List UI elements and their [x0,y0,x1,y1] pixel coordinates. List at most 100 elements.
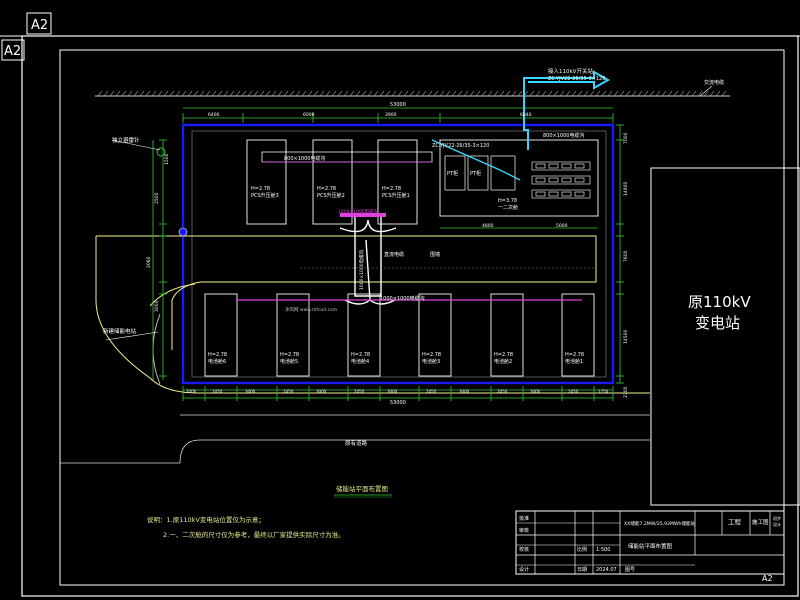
substation-label-line1: 原110kV [688,293,751,311]
hatch-tick [457,90,463,97]
notes-title: 说明：1.原110kV变电站位置仅为示意； [147,515,265,524]
dim-left-d: 1500 [164,153,170,165]
control-equipment-cell [548,191,559,197]
hatch-tick [541,90,547,97]
tb-drawing-name: 储能站平面布置图 [628,542,673,550]
hatch-tick [715,90,721,97]
hatch-tick [109,90,115,97]
hatch-tick [343,90,349,97]
hatch-tick [133,90,139,97]
hatch-tick [505,90,511,97]
pcs-box [377,139,418,225]
control-room-label: H=3.78 一二次舱 [498,198,519,211]
hatch-tick [529,90,535,97]
size-tag-top: A2 [31,18,48,33]
control-equipment-row [531,161,591,171]
control-equipment-row [531,175,591,185]
hatch-tick [493,90,499,97]
hatch-tick [319,90,325,97]
label-cable-trench-mid: 1000×1000电缆沟 [380,295,425,302]
hatch-tick [409,90,415,97]
dim-left-b: 2060 [146,256,152,268]
outer-sheet-frame [21,35,799,597]
hatch-tick [595,90,601,97]
hatch-tick [361,90,367,97]
control-equipment-cell [561,191,572,197]
cable-to-control [431,139,521,181]
hatch-tick [565,90,571,97]
plan-title: 储能站平面布置图 [336,484,388,493]
hatch-tick [547,90,553,97]
dim-top-seg-3: 3900 [385,112,397,118]
hatch-tick [277,90,283,97]
control-equipment-cell [548,163,559,169]
size-tag-top-box [26,12,52,35]
hatch-tick [139,90,145,97]
tb-sheet-label: 图号 [625,567,635,573]
title-block-frame [515,510,785,575]
site-boundary-inner [191,130,607,378]
hatch-tick [673,90,679,97]
hatch-tick [97,90,103,97]
hatch-tick [391,90,397,97]
hatch-tick [553,90,559,97]
hatch-tick [631,90,637,97]
label-cable-trench-left: 800×1000电缆沟 [284,155,325,162]
title-block: XX储能7.2MW/25.92MWh储能站 工程 施工图 初步 设计 储能站平面… [515,510,785,575]
hatch-tick [535,90,541,97]
battery-box-label-line: H=2.78 [351,352,370,358]
hatch-tick [469,90,475,97]
dim-bottom-seg: 3000 [387,389,398,394]
road-lower-edge [95,236,650,394]
hatch-tick [499,90,505,97]
control-equipment-cell [535,191,546,197]
hatch-tick [439,90,445,97]
hatch-tick [643,90,649,97]
substation-block [650,167,800,506]
size-tag-left: A2 [4,44,21,59]
dim-bottom-seg: 2450 [354,389,365,394]
cable-trench-vertical [354,215,382,297]
leader-storage [105,331,159,341]
hatch-tick [601,90,607,97]
hatch-tick [283,90,289,97]
hatch-tick [433,90,439,97]
hatch-tick [187,90,193,97]
leader-top-right [699,85,713,97]
hatch-tick [421,90,427,97]
cable-incoming-cyan [523,70,611,150]
hatch-tick [313,90,319,97]
hatch-tick [259,90,265,97]
hatch-tick [349,90,355,97]
hatch-tick [211,90,217,97]
dim-bottom-seg: 3000 [459,389,470,394]
dim-right-bottom: 2300 [623,386,629,398]
hatch-tick [517,90,523,97]
dim-top-seg-4: 6040 [520,112,532,118]
hatch-tick [265,90,271,97]
dim-bottom-seg: 2450 [497,389,508,394]
dim-bottom-seg: 2450 [426,389,437,394]
hatch-tick [253,90,259,97]
tb-scale-value: 1:500 [596,547,610,553]
battery-box-label-line: 电池舱6 [208,358,226,365]
hatch-tick [619,90,625,97]
hatch-tick [607,90,613,97]
dim-width-4800: 4800 [482,223,494,229]
dim-bottom-seg: 2450 [283,389,294,394]
label-dc-cable: 直流电缆 [384,251,404,258]
pcs-box-label-line: H=2.78 [382,186,401,192]
inner-drawing-frame [59,49,785,586]
pcs-box-label-line: H=2.78 [251,186,270,192]
hatch-tick [325,90,331,97]
hatch-tick [151,90,157,97]
hatch-tick [487,90,493,97]
hatch-tick [103,90,109,97]
substation-label-line2: 变电站 [695,314,740,332]
control-sub-1-label: PT柜 [447,170,458,177]
battery-box [347,293,381,377]
hatch-tick [355,90,361,97]
